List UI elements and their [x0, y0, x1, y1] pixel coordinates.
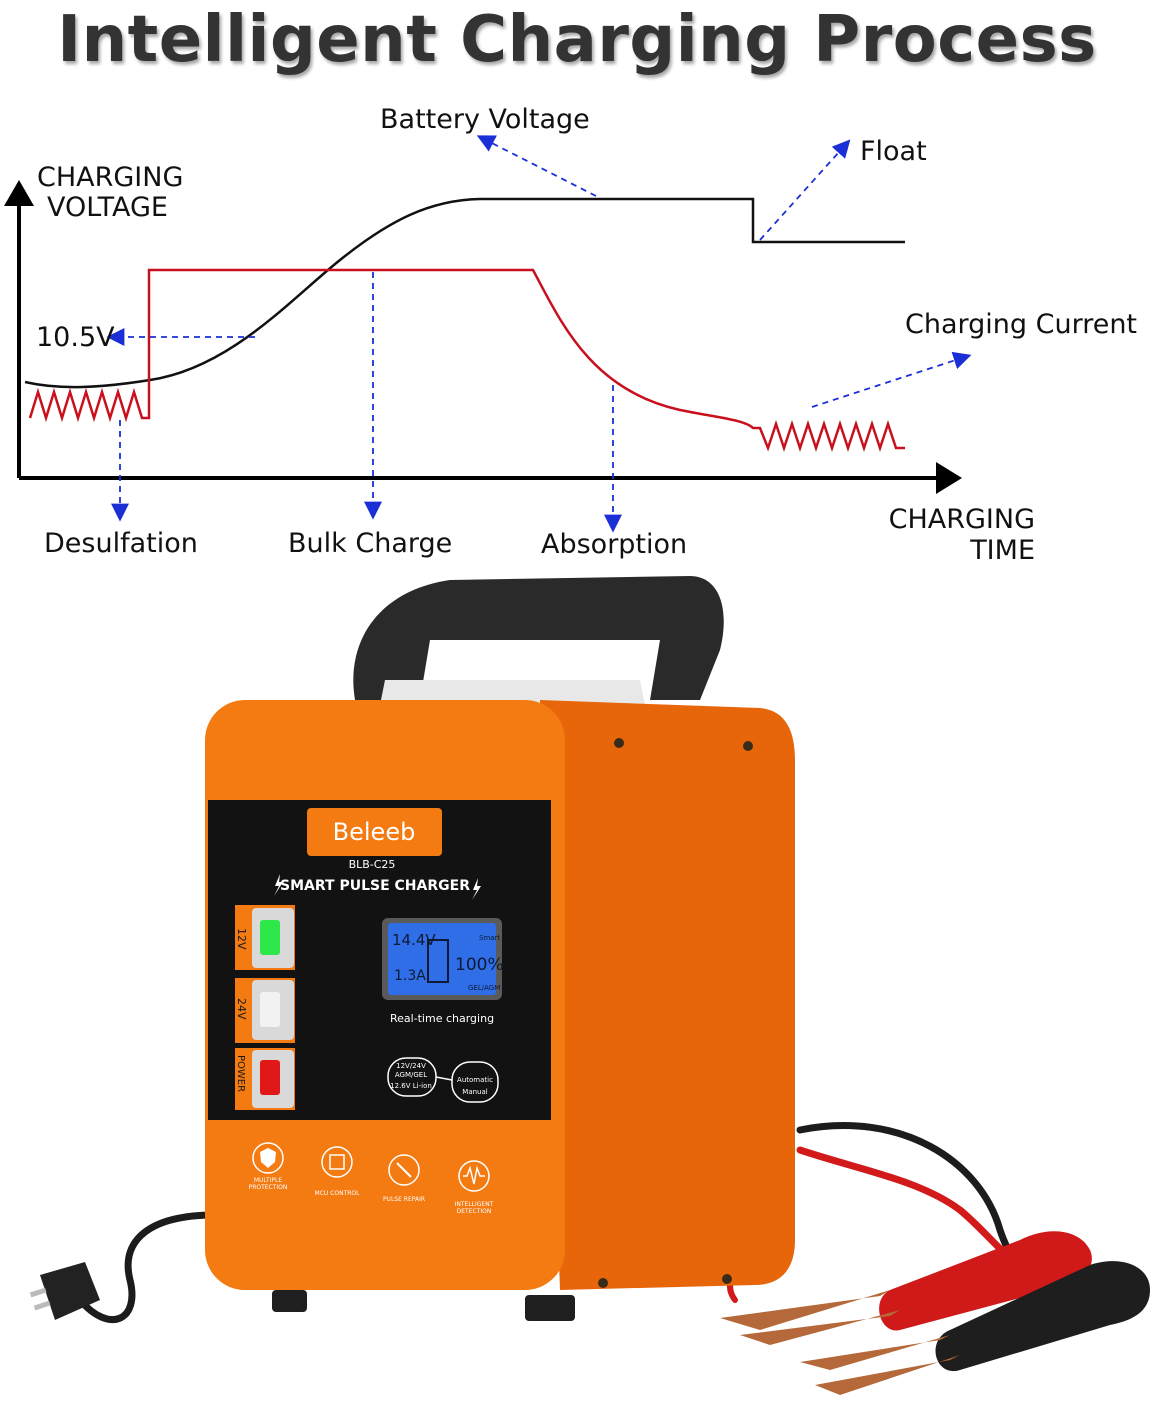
indicator-label-24v: 24V — [235, 998, 248, 1020]
chip-icon — [321, 1146, 353, 1178]
float-label: Float — [860, 136, 927, 167]
lcd-mode-top: Smart — [479, 934, 500, 942]
x-axis-arrowhead — [936, 462, 962, 494]
feet — [272, 1290, 575, 1321]
brand-name: Beleeb — [333, 818, 416, 846]
battery-voltage-arrow — [476, 135, 597, 197]
model-number: BLB-C25 — [349, 858, 396, 871]
feature-label-1-line1: MULTIPLE — [254, 1177, 282, 1184]
voltage-marker-label: 10.5V — [36, 322, 115, 353]
lcd-caption: Real-time charging — [390, 1012, 494, 1025]
mode-switch-button[interactable]: 12V/24V AGM/GEL 12.6V Li-ion Automatic M… — [387, 1057, 499, 1103]
feature-pulse-repair: PULSE REPAIR — [383, 1154, 425, 1203]
stage-label-absorption: Absorption — [541, 529, 687, 560]
battery-icon — [427, 939, 449, 983]
carry-handle — [353, 576, 724, 705]
wrench-icon — [388, 1154, 420, 1186]
lightning-icon-left — [274, 874, 283, 896]
black-clamp — [800, 1261, 1150, 1395]
charging-process-diagram: CHARGING VOLTAGE 10.5V Battery Voltage F… — [4, 104, 1137, 566]
feature-label-4-line2: DETECTION — [457, 1208, 492, 1215]
feature-mcu-control: MCU CONTROL — [315, 1146, 361, 1197]
mode-switch-right-line2: Manual — [462, 1088, 487, 1096]
feature-label-4-line1: INTELLIGENT — [455, 1201, 494, 1208]
stage-label-desulfation: Desulfation — [44, 528, 198, 559]
indicator-power: POWER — [235, 1048, 295, 1110]
indicator-label-12v: 12V — [235, 928, 248, 950]
indicator-label-power: POWER — [235, 1055, 246, 1092]
mode-switch-left-line2: AGM/GEL — [395, 1071, 427, 1079]
plug — [29, 1262, 100, 1320]
indicator-led-24v — [260, 992, 280, 1027]
charger-side-face — [540, 700, 795, 1290]
chart-axes — [4, 180, 962, 494]
y-axis-label-line2: VOLTAGE — [47, 192, 168, 223]
lcd-percent: 100% — [455, 955, 504, 975]
lcd-mode-bottom: GEL/AGM — [468, 984, 500, 992]
feature-intelligent-detection: INTELLIGENT DETECTION — [455, 1160, 494, 1215]
charging-current-label: Charging Current — [905, 309, 1137, 340]
indicator-24v: 24V — [235, 978, 295, 1043]
screws — [598, 738, 753, 1288]
indicator-led-power — [260, 1060, 280, 1095]
y-axis-arrowhead — [4, 180, 34, 206]
charging-current-curve — [28, 268, 905, 452]
indicator-led-12v — [260, 920, 280, 955]
brand-badge — [307, 808, 442, 856]
battery-voltage-label: Battery Voltage — [380, 104, 590, 135]
shield-icon — [252, 1142, 284, 1174]
lcd-voltage: 14.4V — [392, 931, 436, 949]
feature-label-1-line2: PROTECTION — [249, 1184, 288, 1191]
panel-title: SMART PULSE CHARGER — [280, 878, 470, 894]
lightning-icon-right — [472, 878, 481, 900]
feature-label-2-line1: MCU CONTROL — [315, 1190, 361, 1197]
x-axis-label-line1: CHARGING — [889, 504, 1035, 535]
stage-label-bulk-charge: Bulk Charge — [288, 528, 452, 559]
y-axis-label-line1: CHARGING — [37, 162, 183, 193]
page-title: Intelligent Charging Process — [57, 3, 1097, 77]
red-clamp — [720, 1231, 1092, 1345]
mode-switch-right-line1: Automatic — [457, 1076, 493, 1084]
mode-switch-left-line3: 12.6V Li-ion — [390, 1082, 432, 1090]
feature-multiple-protection: MULTIPLE PROTECTION — [249, 1142, 288, 1191]
feature-label-3-line1: PULSE REPAIR — [383, 1196, 425, 1203]
lcd-display: 14.4V 1.3A 100% Smart GEL/AGM — [382, 918, 504, 1000]
lcd-current: 1.3A — [394, 968, 426, 984]
x-axis-label-line2: TIME — [969, 535, 1035, 566]
battery-voltage-curve — [24, 197, 905, 389]
waveform-icon — [458, 1160, 490, 1192]
guide-arrows — [106, 135, 972, 533]
mode-switch-left-line1: 12V/24V — [396, 1062, 426, 1070]
charger-product-illustration: Beleeb BLB-C25 SMART PULSE CHARGER 12V 2… — [29, 576, 1150, 1395]
power-cord — [76, 1211, 219, 1324]
charging-current-arrow — [811, 351, 972, 408]
float-arrow — [759, 139, 851, 241]
indicator-12v: 12V — [235, 905, 295, 970]
